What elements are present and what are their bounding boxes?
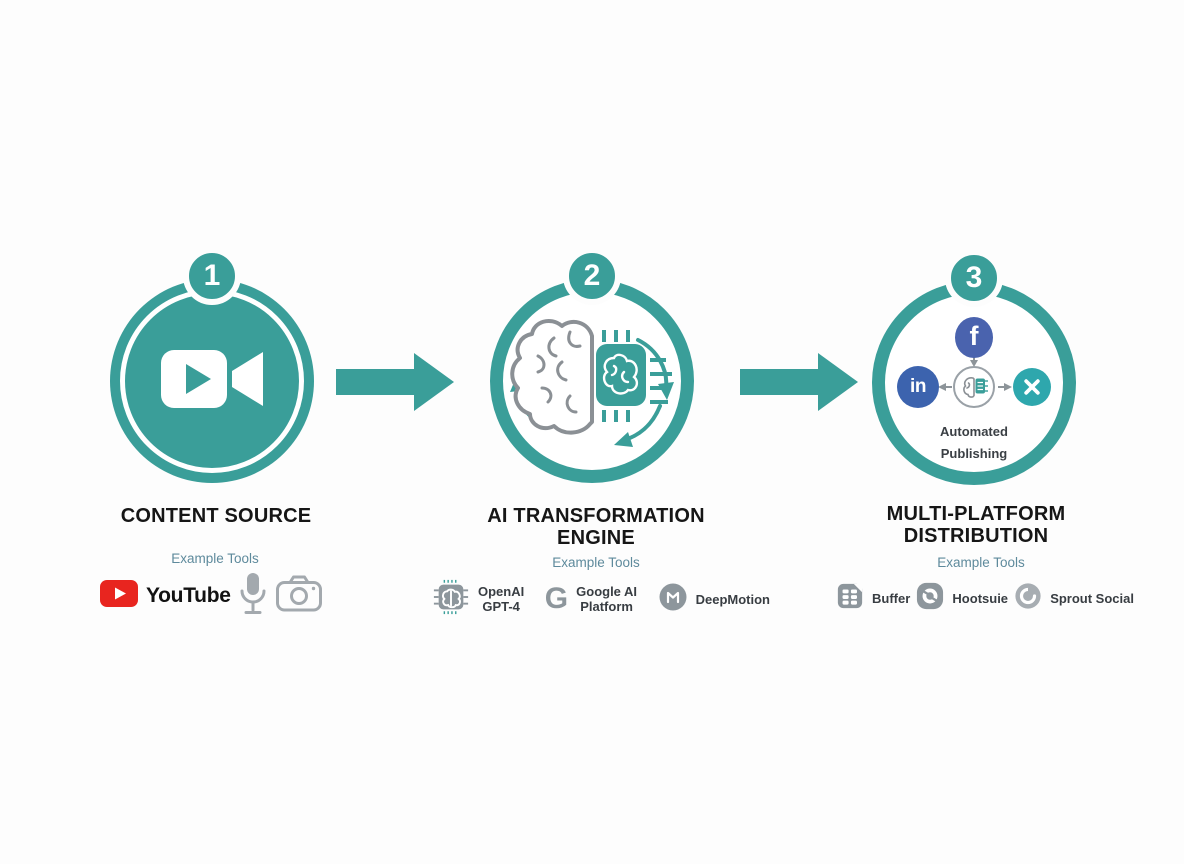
step-badge-2: 2 [563,247,621,305]
step-badge-1: 1 [183,247,241,305]
automated-publishing-caption: Automated Publishing [940,424,1008,461]
ai-chip-icon [432,578,470,621]
tool-youtube: YouTube [100,580,231,612]
step-number: 1 [203,259,221,292]
tool-openai-gpt4: OpenAI GPT-4 [432,578,524,621]
step-badge-3: 3 [945,249,1003,307]
google-label: Google AI Platform [576,584,638,614]
deepmotion-icon [658,582,688,617]
arrow-right-icon [998,383,1012,391]
sprout-label: Sprout Social [1050,590,1134,606]
step3-tools-row: Buffer Hootsuie [836,582,1134,615]
hootsuite-label: Hootsuie [952,590,1009,606]
step-number: 3 [965,261,983,294]
example-tools-label-3: Example Tools [937,555,1025,570]
tool-hootsuite: Hootsuie [916,582,1008,615]
step-number: 2 [583,259,601,292]
step2-tools-row: OpenAI GPT-4 G Google AI Platform DeepMo… [432,579,770,619]
youtube-icon [100,580,138,612]
flow-arrow-2 [740,353,858,411]
sprout-social-icon [1014,582,1042,615]
example-tools-label-2: Example Tools [552,555,640,570]
ai-hub-icon [952,365,996,409]
step1-tools-row: YouTube [100,572,322,621]
google-g-icon: G [544,582,569,615]
tool-sprout-social: Sprout Social [1014,582,1134,615]
x-icon [1013,368,1051,406]
step2-title: AI TRANSFORMATION ENGINE [487,505,705,549]
step1-inner-ring [120,289,304,473]
example-tools-label-1: Example Tools [171,551,259,566]
facebook-glyph: f [969,320,979,351]
camera-icon [275,575,322,617]
buffer-icon [836,582,864,615]
step1-circle [110,279,314,483]
linkedin-glyph: in [910,376,926,397]
facebook-icon: f [955,317,993,358]
youtube-label: YouTube [146,584,231,607]
tool-deepmotion: DeepMotion [658,582,770,617]
openai-label: OpenAI GPT-4 [478,584,525,614]
brain-chip-cycle-icon [502,304,682,459]
tool-google-ai: G Google AI Platform [544,582,638,615]
hootsuite-icon [916,582,944,615]
step1-title: CONTENT SOURCE [120,505,312,527]
microphone-icon [237,572,269,621]
step2-circle [490,279,694,483]
tool-buffer: Buffer [836,582,910,615]
step3-title: MULTI-PLATFORM DISTRIBUTION [886,503,1066,547]
deepmotion-label: DeepMotion [695,591,770,607]
buffer-label: Buffer [872,590,911,606]
arrow-left-icon [938,383,952,391]
linkedin-icon: in [897,366,939,408]
flow-arrow-1 [336,353,454,411]
